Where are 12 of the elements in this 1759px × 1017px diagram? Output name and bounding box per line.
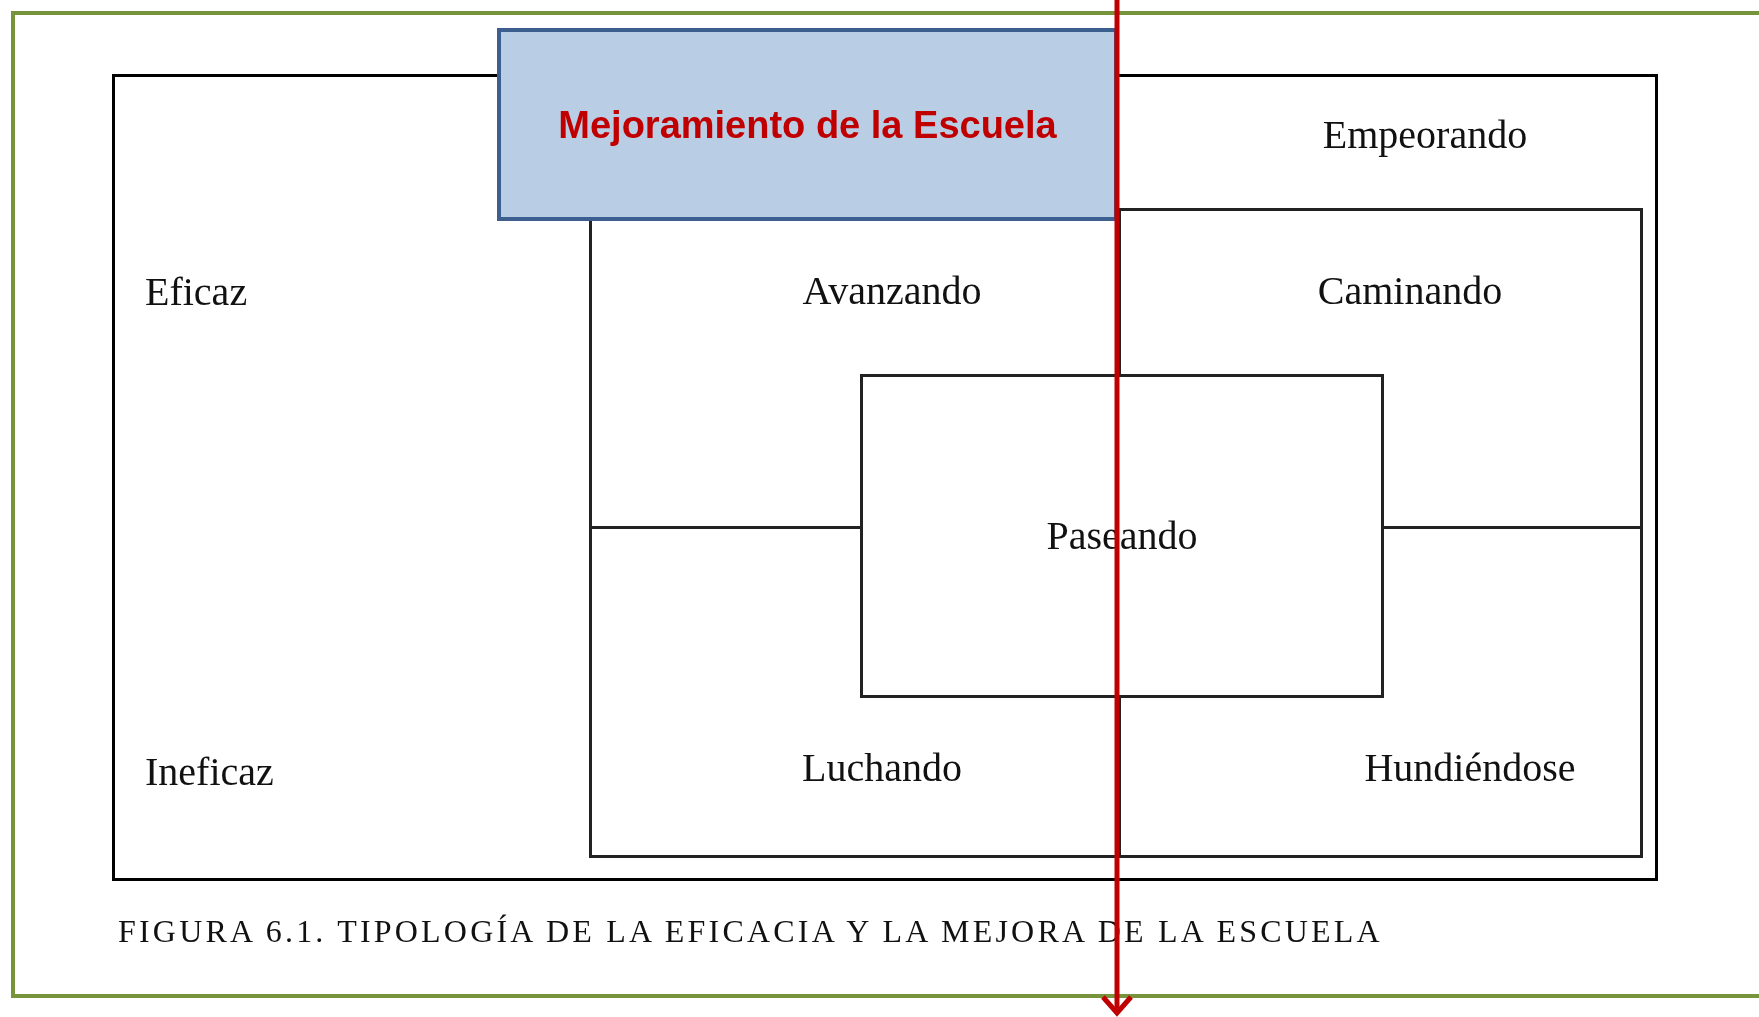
- outer-box: [112, 74, 1658, 881]
- inner-box: [589, 208, 1643, 858]
- region-label: Luchando: [802, 748, 962, 788]
- center-box: [860, 374, 1384, 698]
- region-label: Caminando: [1317, 271, 1503, 311]
- box-title: Mejoramiento de la Escuela: [558, 105, 1057, 144]
- region-label: Avanzando: [802, 271, 982, 311]
- region-label: Hundiéndose: [1364, 748, 1576, 788]
- region-label: Eficaz: [145, 272, 248, 312]
- region-label: Ineficaz: [145, 752, 274, 792]
- title-box: [497, 28, 1118, 221]
- region-label: Empeorando: [1322, 115, 1528, 155]
